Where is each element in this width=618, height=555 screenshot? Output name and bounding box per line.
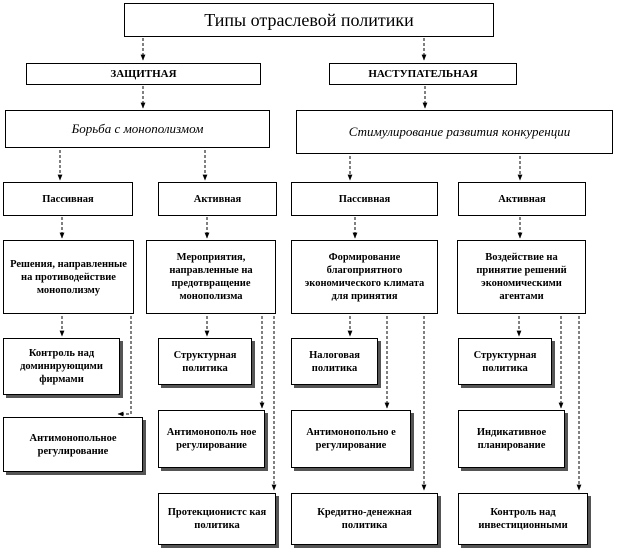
measure-col4-indicative: Индикативное планирование <box>458 410 565 468</box>
measure-col2-protectionism-text: Протекционистс кая политика <box>167 507 267 531</box>
description-col4-text: Воздействие на принятие решений экономич… <box>476 252 567 302</box>
branch-defensive-label: ЗАЩИТНАЯ <box>110 68 177 80</box>
type-active-right-label: Активная <box>498 193 546 205</box>
measure-col4-indicative-text: Индикативное планирование <box>476 427 547 451</box>
description-col1: Решения, направленные на противодействие… <box>3 240 134 314</box>
measure-col1-dominant-control-text: Контроль над доминирующими фирмами <box>20 348 103 385</box>
measure-col3-tax: Налоговая политика <box>291 338 378 385</box>
measure-col4-structural: Структурная политика <box>458 338 552 385</box>
diagram-title: Типы отраслевой политики <box>204 9 414 30</box>
type-passive-left-label: Пассивная <box>42 193 94 205</box>
type-passive-left: Пассивная <box>3 182 133 216</box>
direction-antimonopoly-label: Борьба с монополизмом <box>71 121 204 136</box>
description-col2-text: Мероприятия, направленные на предотвраще… <box>169 252 253 302</box>
type-passive-right-label: Пассивная <box>338 193 391 205</box>
measure-col2-structural: Структурная политика <box>158 338 252 385</box>
measure-col2-structural-text: Структурная политика <box>173 349 237 374</box>
description-col2: Мероприятия, направленные на предотвраще… <box>146 240 276 314</box>
measure-col2-protectionism: Протекционистс кая политика <box>158 493 276 545</box>
measure-col4-investment: Контроль над инвестиционными <box>458 493 588 545</box>
type-active-left-label: Активная <box>193 193 242 205</box>
description-col4: Воздействие на принятие решений экономич… <box>457 240 586 314</box>
description-col3: Формирование благоприятного экономическо… <box>291 240 438 314</box>
measure-col1-antimonopoly: Антимонопольное регулирование <box>3 417 143 472</box>
type-active-left: Активная <box>158 182 277 216</box>
direction-antimonopoly: Борьба с монополизмом <box>5 110 270 148</box>
measure-col3-monetary-text: Кредитно-денежная политика <box>317 507 412 531</box>
measure-col1-dominant-control: Контроль над доминирующими фирмами <box>3 338 120 395</box>
description-col3-text: Формирование благоприятного экономическо… <box>304 252 425 302</box>
measure-col3-antimonopoly-text: Антимонопольно е регулирование <box>306 427 396 451</box>
measure-col1-antimonopoly-text: Антимонопольное регулирование <box>29 432 117 457</box>
direction-competition-label: Стимулирование развития конкуренции <box>348 124 571 139</box>
measure-col2-antimonopoly-text: Антимонополь ное регулирование <box>166 427 257 451</box>
measure-col4-investment-text: Контроль над инвестиционными <box>478 507 568 531</box>
description-col1-text: Решения, направленные на противодействие… <box>10 258 127 296</box>
measure-col4-structural-text: Структурная политика <box>473 349 537 374</box>
branch-offensive-label: НАСТУПАТЕЛЬНАЯ <box>368 68 478 80</box>
diagram-title-box: Типы отраслевой политики <box>124 3 494 37</box>
type-passive-right: Пассивная <box>291 182 438 216</box>
measure-col3-monetary: Кредитно-денежная политика <box>291 493 438 545</box>
measure-col3-tax-text: Налоговая политика <box>309 349 360 374</box>
direction-competition: Стимулирование развития конкуренции <box>296 110 613 154</box>
branch-offensive: НАСТУПАТЕЛЬНАЯ <box>329 63 517 85</box>
type-active-right: Активная <box>458 182 586 216</box>
measure-col3-antimonopoly: Антимонопольно е регулирование <box>291 410 411 468</box>
measure-col2-antimonopoly: Антимонополь ное регулирование <box>158 410 265 468</box>
branch-defensive: ЗАЩИТНАЯ <box>26 63 261 85</box>
